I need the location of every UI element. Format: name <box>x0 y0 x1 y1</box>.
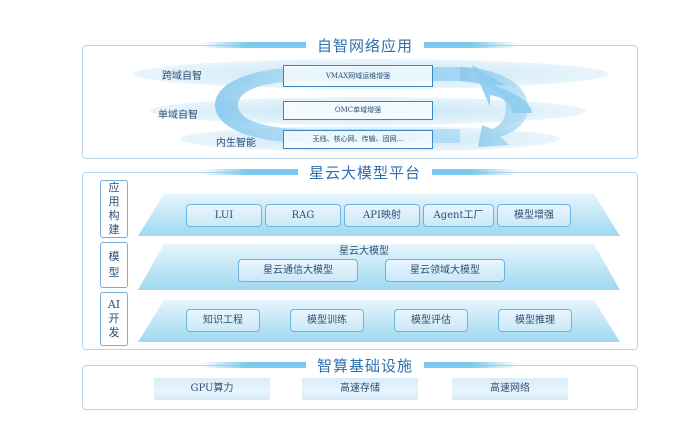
chip-model-evaluation: 模型评估 <box>394 309 468 332</box>
chip-knowledge-engineering: 知识工程 <box>186 309 260 332</box>
ring-box-cross-domain: VMAX网域运维增强 <box>283 65 433 87</box>
infra-gpu: GPU算力 <box>154 378 270 400</box>
side-label-ai-dev: AI开发 <box>100 292 128 346</box>
ring-label-native-intelligence: 内生智能 <box>216 138 256 149</box>
chip-model-inference: 模型推理 <box>498 309 572 332</box>
chip-model-enhance: 模型增强 <box>497 204 571 227</box>
chip-nebula-comm-model: 星云通信大模型 <box>238 259 358 282</box>
chip-nebula-domain-model: 星云领域大模型 <box>385 259 505 282</box>
infra-storage: 高速存储 <box>302 378 418 400</box>
infra-network: 高速网络 <box>452 378 568 400</box>
side-label-text: 应用构建 <box>108 181 120 236</box>
compute-infra-title: 智算基础设施 <box>306 355 424 376</box>
ring-label-single-domain: 单域自智 <box>158 110 198 121</box>
ring-box-single-domain: OMC单域增强 <box>283 101 433 120</box>
autonomous-network-title: 自智网络应用 <box>306 35 424 56</box>
model-platform-title: 星云大模型平台 <box>298 162 432 183</box>
chip-api-mapping: API映射 <box>344 204 420 227</box>
ring-label-cross-domain: 跨域自智 <box>162 71 202 82</box>
side-label-text: AI开发 <box>107 298 121 339</box>
chip-agent-factory: Agent工厂 <box>423 204 494 227</box>
chip-model-training: 模型训练 <box>290 309 364 332</box>
nebula-model-label: 星云大模型 <box>339 246 389 257</box>
side-label-app-build: 应用构建 <box>100 180 128 238</box>
side-label-model: 模型 <box>100 242 128 288</box>
side-label-text: 模型 <box>108 250 120 279</box>
chip-lui: LUI <box>186 204 262 227</box>
chip-rag: RAG <box>265 204 341 227</box>
ring-box-native-intelligence: 无线、核心网、传输、固网... <box>283 130 433 149</box>
